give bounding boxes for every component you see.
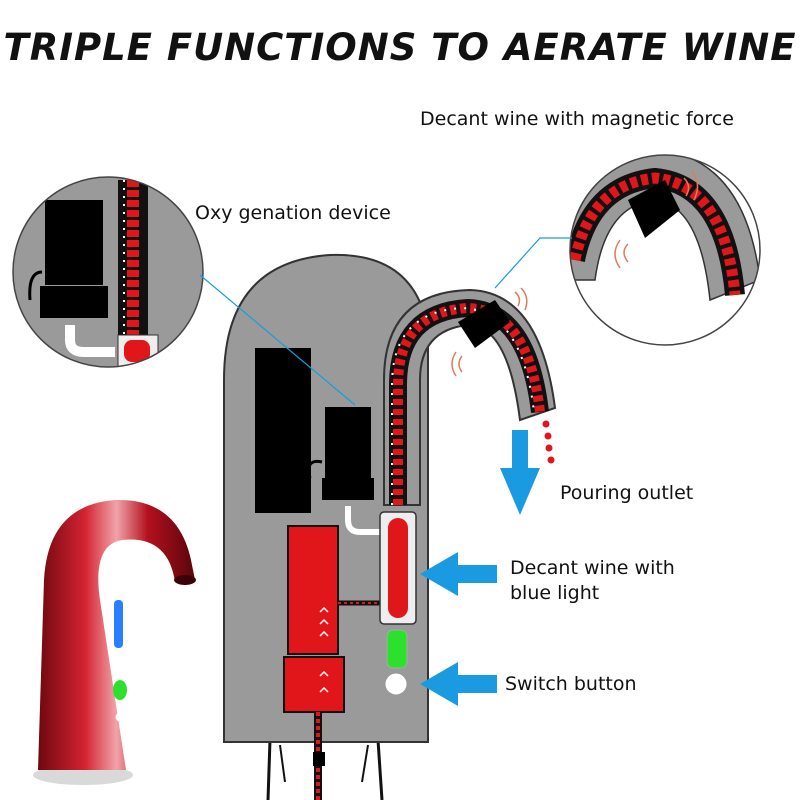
oxygenation-device	[255, 348, 374, 513]
magnet-clamp	[458, 300, 510, 348]
product-green-led	[113, 680, 127, 700]
product-switch-button	[115, 712, 125, 722]
blue-light-label-line2: blue light	[510, 582, 600, 604]
white-pipe	[345, 506, 380, 535]
left-arrow-icon	[420, 662, 497, 706]
product-blue-led	[114, 600, 123, 648]
switch-button	[384, 672, 408, 696]
oxygenation-label: Oxy genation device	[195, 202, 391, 224]
product-image	[33, 499, 196, 785]
oxygenation-zoom-circle	[12, 176, 204, 368]
magnet-wave-icon	[451, 287, 528, 377]
page-title: TRIPLE FUNCTIONS TO AERATE WINE	[3, 26, 797, 69]
green-led	[386, 629, 408, 669]
pump-module	[283, 525, 380, 800]
red-tube	[389, 298, 549, 505]
blue-light-label-line1: Decant wine with	[510, 557, 675, 579]
down-arrow-icon	[500, 430, 540, 515]
left-arrow-icon	[420, 552, 497, 596]
leader-lines	[199, 237, 572, 406]
magnet-zoom-circle	[569, 154, 761, 346]
blue-light-indicator	[388, 518, 408, 618]
magnetic-force-label: Decant wine with magnetic force	[420, 108, 734, 130]
wine-drops	[542, 420, 555, 464]
switch-button-label: Switch button	[505, 673, 637, 695]
pouring-outlet-label: Pouring outlet	[560, 482, 694, 504]
